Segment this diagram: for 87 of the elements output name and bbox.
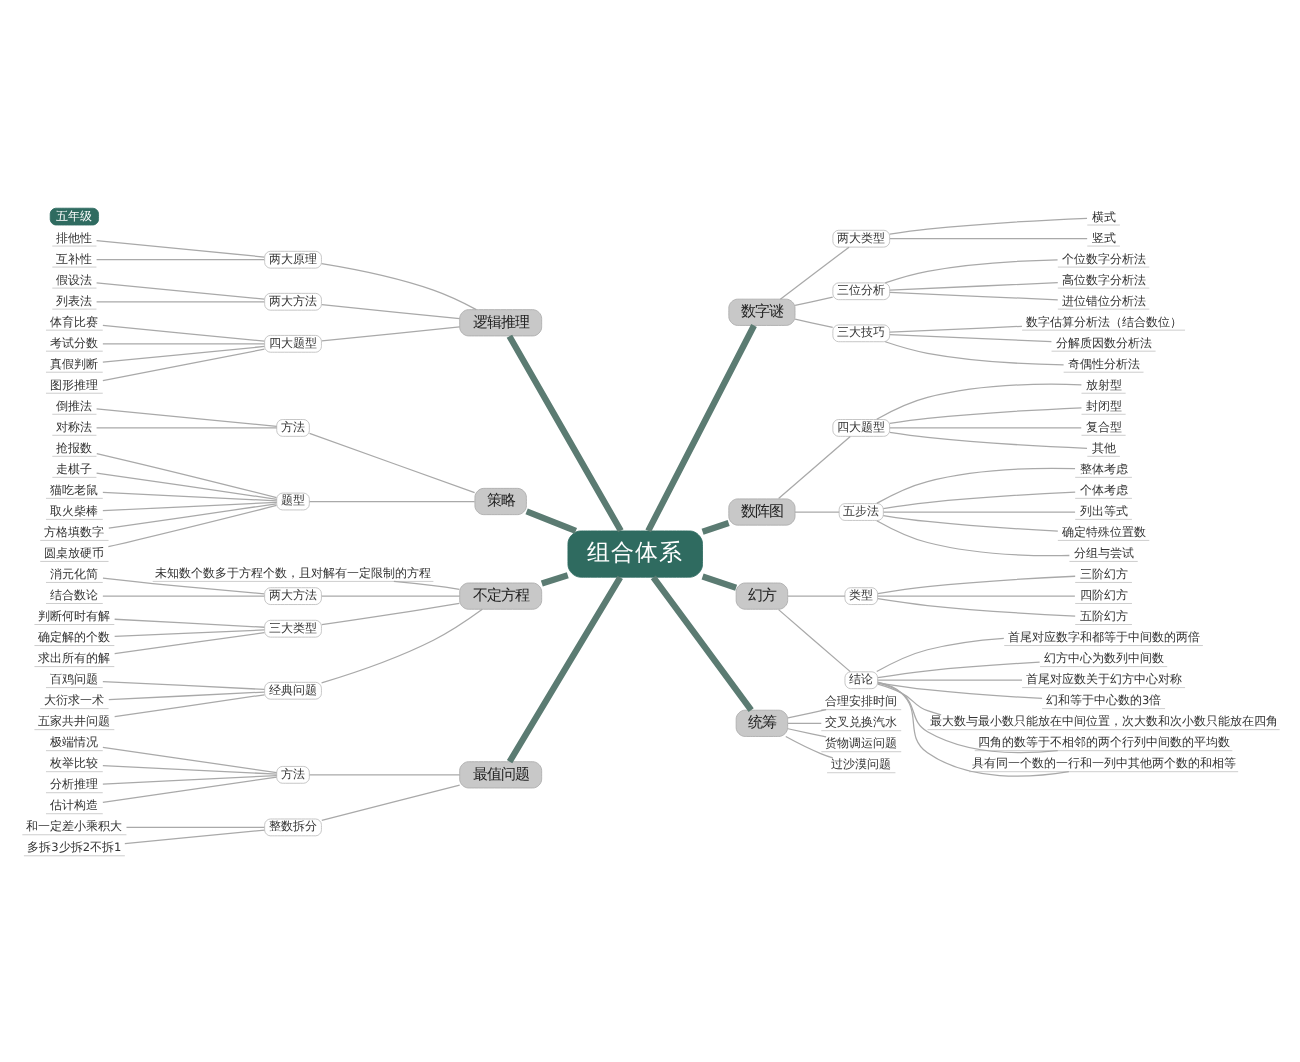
connector (113, 617, 264, 627)
connector (319, 262, 476, 310)
connector (786, 594, 845, 596)
connector (776, 608, 850, 672)
connector (307, 431, 475, 493)
connector (101, 347, 265, 381)
connector (876, 594, 1075, 596)
connector (505, 574, 622, 763)
connector (320, 601, 459, 625)
connector (101, 576, 264, 594)
connector (524, 507, 576, 533)
connector (875, 466, 1075, 503)
connector (644, 323, 756, 532)
connector (101, 344, 265, 362)
connector (107, 690, 265, 700)
connector (320, 325, 460, 341)
connector (793, 295, 833, 305)
connector (876, 681, 1058, 753)
connector (320, 783, 460, 820)
connector (888, 290, 1058, 300)
connector (888, 281, 1058, 290)
connector (888, 426, 1081, 428)
connector (778, 245, 849, 299)
connector (888, 237, 1087, 239)
connector (888, 324, 1022, 332)
connector (94, 407, 277, 427)
connector (876, 682, 941, 715)
connector (776, 434, 850, 499)
connector (784, 734, 833, 758)
connector (876, 660, 1040, 678)
connector (319, 607, 482, 683)
connector (888, 332, 1052, 342)
connector (124, 825, 265, 828)
connector (876, 597, 1075, 616)
connector (875, 519, 1069, 556)
connector (320, 303, 460, 319)
connector (95, 452, 277, 498)
connector (505, 333, 623, 532)
connector (94, 300, 264, 302)
connector (882, 510, 1075, 512)
connector (101, 764, 277, 774)
connector (113, 631, 264, 654)
connector (123, 828, 265, 844)
connector (883, 258, 1058, 283)
connector (888, 406, 1082, 424)
connector (101, 490, 277, 501)
connector (876, 574, 1075, 594)
connector (113, 628, 264, 637)
connector (101, 500, 277, 511)
connector (113, 693, 264, 717)
connector (101, 342, 265, 344)
connector (94, 281, 264, 299)
connector (107, 502, 276, 528)
connector (94, 426, 277, 428)
connector (786, 708, 826, 718)
connector (101, 594, 265, 596)
connector (793, 510, 839, 512)
connector (883, 340, 1064, 365)
connector (700, 572, 737, 590)
connector (786, 727, 826, 737)
connector (876, 680, 1069, 776)
connector (700, 518, 729, 534)
connector (101, 773, 277, 784)
connector (875, 636, 1004, 672)
connector (881, 513, 1058, 531)
connector (539, 571, 568, 586)
connector (320, 594, 460, 596)
connector (101, 679, 265, 690)
node-box: 组合体系 (566, 529, 702, 577)
connector (307, 499, 475, 502)
connector (94, 258, 264, 260)
connector (94, 471, 277, 499)
connector (793, 317, 833, 327)
connector (101, 323, 265, 341)
connector (786, 721, 821, 723)
connector (94, 239, 264, 257)
connector (392, 579, 460, 589)
connector (307, 773, 460, 775)
connector (881, 490, 1075, 509)
connector (101, 745, 277, 773)
connector (649, 574, 753, 712)
connector (101, 775, 277, 802)
connector (888, 216, 1087, 234)
connector (875, 382, 1081, 419)
connector (888, 430, 1087, 448)
connector (876, 678, 1022, 680)
connector (106, 503, 277, 547)
